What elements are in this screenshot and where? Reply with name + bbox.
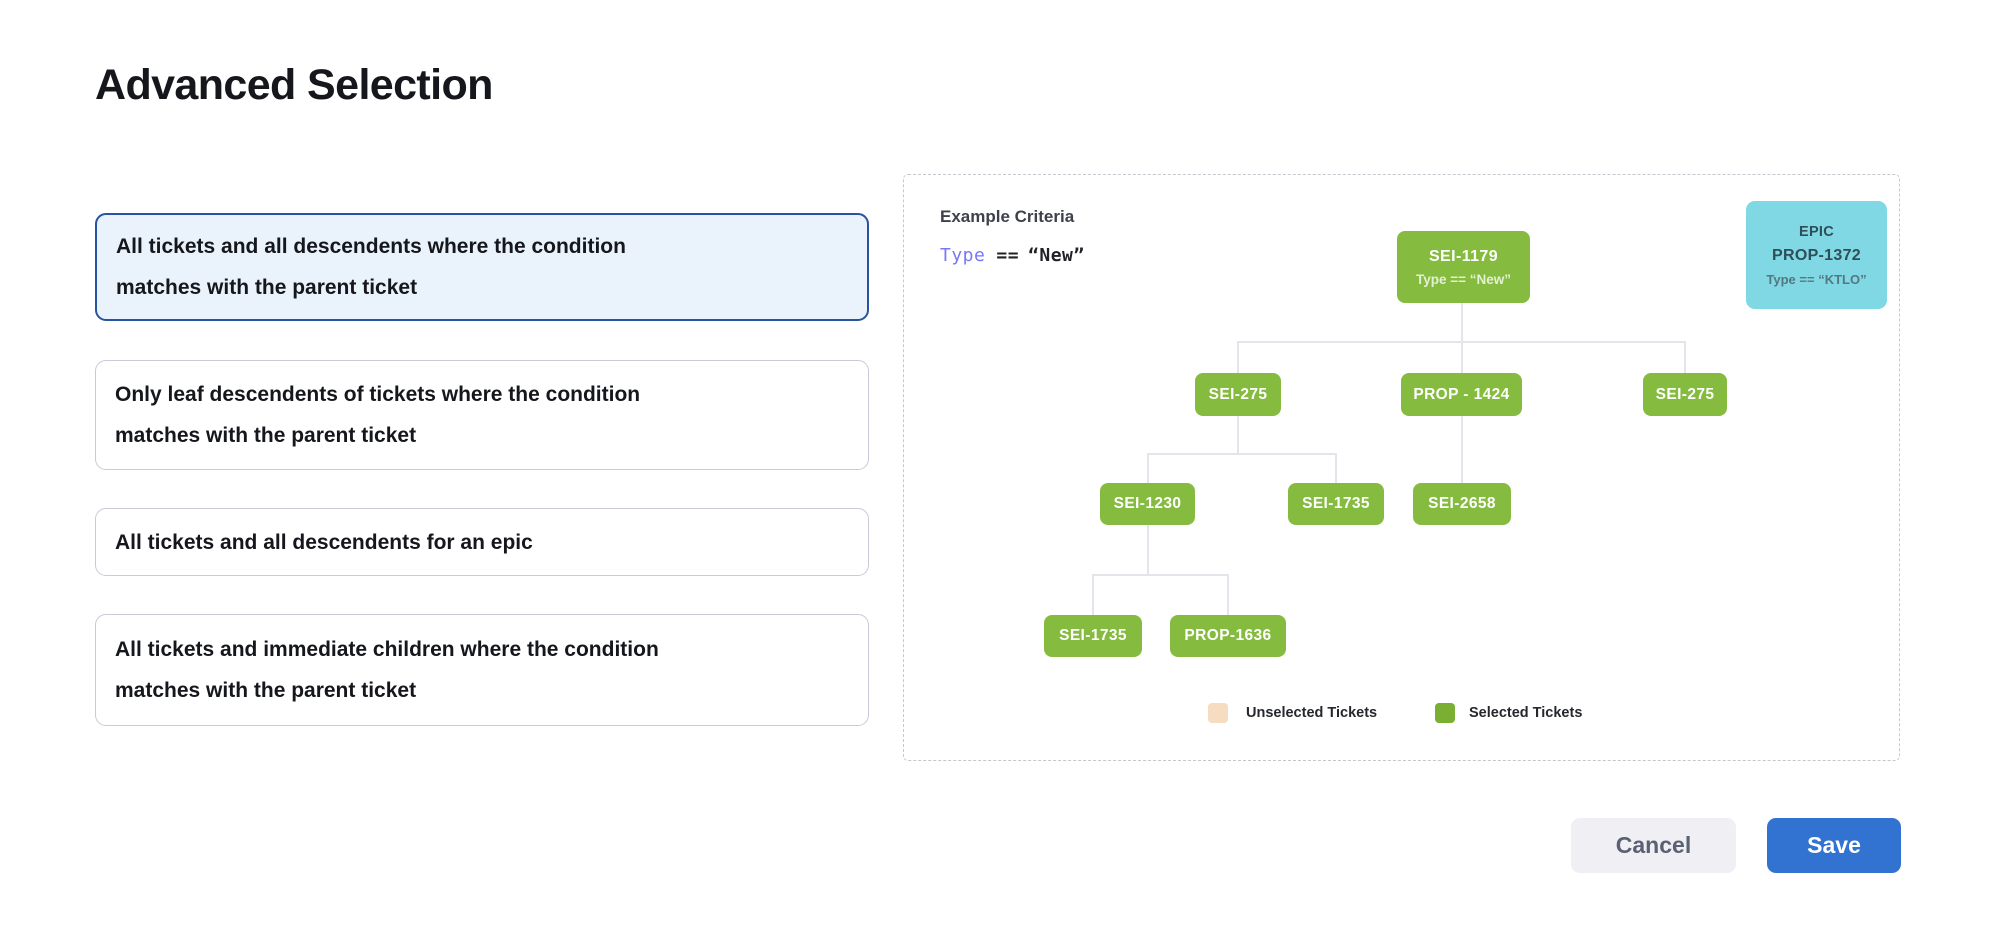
epic-card: EPIC PROP-1372 Type == “KTLO”	[1746, 201, 1887, 309]
epic-type-label: EPIC	[1798, 223, 1835, 240]
tree-connector	[1147, 453, 1337, 455]
ticket-node: PROP-1636	[1170, 615, 1286, 657]
tree-connector	[1461, 416, 1463, 483]
selected-tickets-swatch	[1435, 703, 1455, 723]
ticket-node: PROP - 1424	[1401, 373, 1522, 416]
ticket-node: SEI-275	[1195, 373, 1281, 416]
option-label: All tickets and immediate children where…	[115, 638, 659, 702]
tree-connector	[1461, 303, 1463, 373]
tree-connector	[1335, 453, 1337, 483]
modal-corner-decoration	[0, 0, 36, 36]
example-criteria-expression: Type == “New”	[940, 245, 1085, 266]
example-diagram-panel: Example Criteria Type == “New” EPIC PROP-1…	[903, 174, 1900, 761]
option-all-descendents-condition[interactable]: All tickets and all descendents where th…	[95, 213, 869, 321]
selected-tickets-label: Selected Tickets	[1469, 705, 1583, 721]
tree-connector	[1237, 416, 1239, 454]
cancel-button[interactable]: Cancel	[1571, 818, 1736, 873]
ticket-node: SEI-275	[1643, 373, 1727, 416]
ticket-node: SEI-1735	[1288, 483, 1384, 525]
tree-connector	[1684, 341, 1686, 373]
option-leaf-descendents-condition[interactable]: Only leaf descendents of tickets where t…	[95, 360, 869, 470]
epic-ticket-id: PROP-1372	[1772, 246, 1861, 264]
ticket-node-condition: Type == “New”	[1415, 271, 1512, 287]
tree-connector	[1147, 525, 1149, 575]
tree-connector	[1092, 574, 1094, 615]
tree-connector	[1238, 341, 1685, 343]
tree-connector	[1147, 453, 1149, 483]
ticket-node-root: SEI-1179 Type == “New”	[1397, 231, 1530, 303]
unselected-tickets-swatch	[1208, 703, 1228, 723]
tree-connector	[1093, 574, 1228, 576]
ticket-node: SEI-2658	[1413, 483, 1511, 525]
option-label: All tickets and all descendents for an e…	[115, 530, 533, 554]
tree-connector	[1227, 574, 1229, 615]
example-criteria-label: Example Criteria	[940, 207, 1075, 226]
ticket-node: SEI-1230	[1100, 483, 1195, 525]
option-immediate-children-condition[interactable]: All tickets and immediate children where…	[95, 614, 869, 726]
ticket-node: SEI-1735	[1044, 615, 1142, 657]
option-label: Only leaf descendents of tickets where t…	[115, 383, 641, 447]
criteria-operator: ==	[996, 245, 1020, 266]
save-button[interactable]: Save	[1767, 818, 1901, 873]
page-title: Advanced Selection	[95, 61, 493, 109]
option-all-descendents-epic[interactable]: All tickets and all descendents for an e…	[95, 508, 869, 576]
unselected-tickets-label: Unselected Tickets	[1246, 705, 1378, 721]
tree-connector	[1237, 341, 1239, 373]
epic-condition: Type == “KTLO”	[1766, 271, 1867, 287]
criteria-value: “New”	[1028, 245, 1085, 266]
criteria-field: Type	[940, 245, 986, 266]
option-label: All tickets and all descendents where th…	[116, 235, 626, 299]
